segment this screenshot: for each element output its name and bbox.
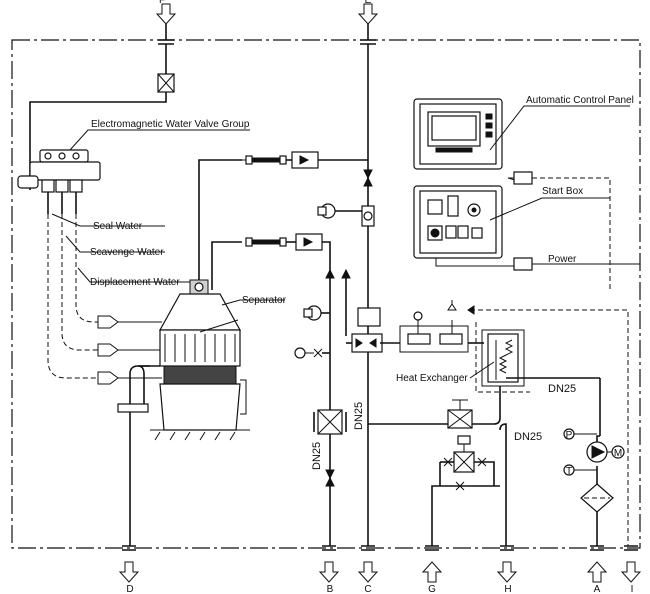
- port-c-outlet: C: [357, 545, 379, 594]
- start-box-label: Start Box: [542, 186, 583, 197]
- water-supply-line: [29, 44, 175, 190]
- power-connection: Power: [507, 171, 640, 290]
- heat-exchanger-label: Heat Exchanger: [396, 373, 468, 384]
- valve-group-label: Electromagnetic Water Valve Group: [91, 119, 250, 130]
- port-g-inlet: G: [421, 545, 443, 594]
- motor-label: M: [614, 448, 622, 459]
- temperature-gauge-label: T: [566, 466, 572, 477]
- bypass-line: [431, 435, 500, 546]
- pressure-gauge-label: P: [566, 430, 573, 441]
- port-c-label: C: [364, 584, 371, 594]
- port-a-label: A: [594, 584, 601, 594]
- port-e-label: E: [365, 0, 372, 6]
- port-b-outlet: B: [318, 545, 340, 594]
- power-label: Power: [548, 254, 577, 265]
- port-g-label: G: [428, 584, 436, 594]
- b-line-devices: DN25: [294, 305, 347, 487]
- sensor-manifold: [380, 300, 629, 546]
- dn25-center-label: DN25: [353, 402, 365, 430]
- boundary-frame: [11, 39, 641, 549]
- port-a-inlet: A: [586, 545, 608, 594]
- port-d-label: D: [126, 584, 133, 594]
- dn25-left-label: DN25: [311, 442, 323, 470]
- port-i-outlet: I: [620, 545, 642, 594]
- port-i-label: I: [631, 584, 634, 594]
- dn25-right-lower-label: DN25: [514, 431, 542, 443]
- port-e-inlet: E: [357, 0, 379, 45]
- port-f-inlet: F: [155, 0, 177, 45]
- seal-water-label: Seal Water: [93, 221, 143, 232]
- scavenge-water-label: Scavenge Water: [90, 247, 164, 258]
- dn25-right-upper-label: DN25: [548, 383, 576, 395]
- water-lines: Seal Water Scavenge Water Displacement W…: [47, 213, 200, 385]
- port-h-label: H: [504, 584, 511, 594]
- control-panel: Automatic Control Panel: [413, 95, 634, 170]
- valve-group: Electromagnetic Water Valve Group: [17, 119, 250, 214]
- c-line: DN25: [317, 44, 383, 546]
- port-h-outlet: H: [496, 545, 518, 594]
- feed-pump-line: M P T: [563, 378, 625, 546]
- start-box: Start Box: [413, 185, 610, 267]
- port-f-label: F: [159, 0, 165, 6]
- control-panel-label: Automatic Control Panel: [526, 95, 634, 106]
- return-and-h-lines: DN25 DN25: [368, 377, 600, 546]
- heat-exchanger: Heat Exchanger: [396, 322, 530, 393]
- separator-top-lines: [198, 151, 368, 546]
- separator-unit: Separator: [117, 279, 287, 546]
- displacement-water-label: Displacement Water: [90, 277, 180, 288]
- port-b-label: B: [327, 584, 334, 594]
- port-d-outlet: D: [118, 545, 140, 594]
